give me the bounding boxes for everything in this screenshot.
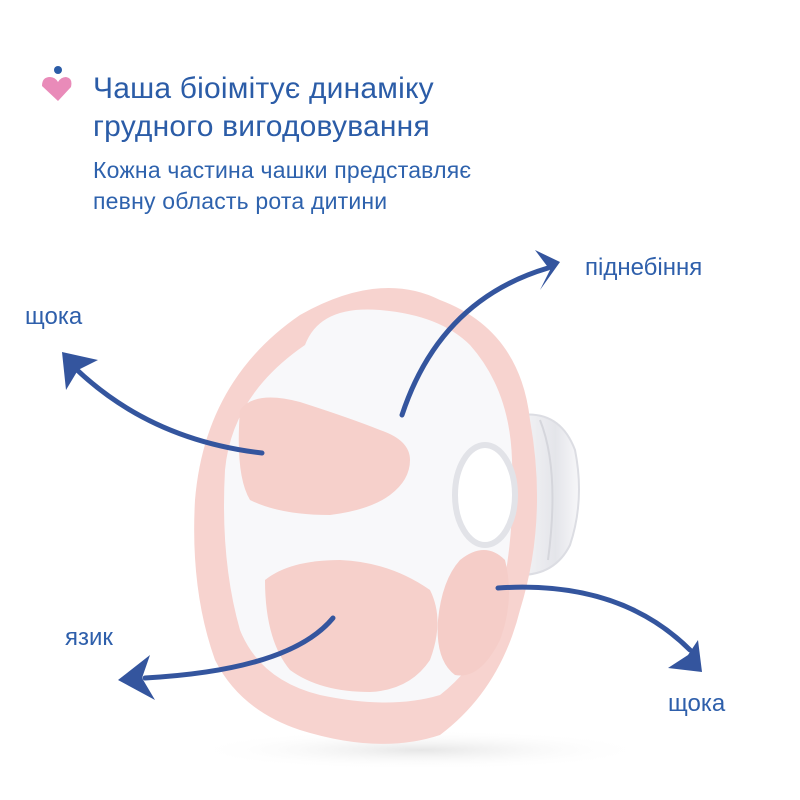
- page-subtitle: Кожна частина чашки представляє певну об…: [93, 157, 472, 214]
- arrow-head-tongue: [118, 655, 155, 700]
- arrows: [72, 265, 693, 681]
- label-cheek-right: щока: [668, 690, 726, 717]
- arrow-tongue: [142, 615, 336, 681]
- arrow-head-cheek-right: [668, 640, 702, 672]
- label-cheek-left: щока: [25, 303, 83, 330]
- page-title: Чаша біоімітує динаміку грудного вигодов…: [93, 72, 434, 143]
- cheek-pad-left: [238, 397, 410, 515]
- label-tongue: язик: [65, 624, 113, 651]
- cheek-pad-right: [437, 550, 509, 676]
- label-palate: піднебіння: [585, 254, 703, 281]
- arrow-head-palate: [535, 250, 560, 290]
- arrow-cheek-right: [495, 584, 693, 653]
- arrow-head-cheek-left: [62, 352, 98, 390]
- arrow-palate: [399, 265, 551, 418]
- arrow-cheek-left: [72, 365, 265, 456]
- heart-logo-icon: [42, 66, 72, 101]
- tongue-pad: [265, 560, 438, 692]
